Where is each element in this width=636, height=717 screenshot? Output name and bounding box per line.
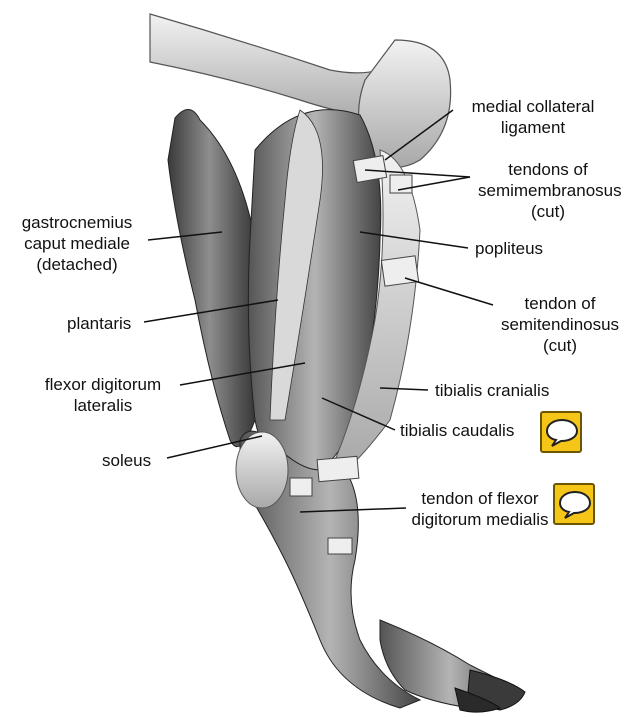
leader-tibialis-caudalis — [322, 398, 395, 430]
label-popliteus: popliteus — [475, 238, 543, 259]
label-flexor-digitorum-lateralis: flexor digitorum lateralis — [28, 374, 178, 416]
label-tibialis-caudalis: tibialis caudalis — [400, 420, 514, 441]
leader-semimembranosus-1 — [365, 170, 470, 177]
speech-bubble-icon — [558, 489, 592, 521]
label-plantaris: plantaris — [67, 313, 131, 334]
leader-plantaris — [144, 300, 278, 322]
leader-medial-collateral — [385, 110, 453, 160]
label-soleus: soleus — [102, 450, 151, 471]
comment-button-1[interactable] — [540, 411, 582, 453]
comment-button-2[interactable] — [553, 483, 595, 525]
leader-semitendinosus — [405, 278, 493, 305]
speech-bubble-icon — [545, 417, 579, 449]
leader-flexor-medialis — [300, 508, 406, 512]
leader-tibialis-cranialis — [380, 388, 428, 390]
label-gastrocnemius: gastrocnemius caput mediale (detached) — [2, 212, 152, 275]
leader-soleus — [167, 436, 262, 458]
leader-semimembranosus-2 — [398, 177, 470, 190]
label-tendon-semitendinosus: tendon of semitendinosus (cut) — [495, 293, 625, 356]
leader-flexor-lateralis — [180, 363, 305, 385]
label-tendons-semimembranosus: tendons of semimembranosus (cut) — [478, 159, 618, 222]
label-tibialis-cranialis: tibialis cranialis — [435, 380, 549, 401]
leader-gastrocnemius — [148, 232, 222, 240]
label-medial-collateral-ligament: medial collateral ligament — [458, 96, 608, 138]
leader-popliteus — [360, 232, 468, 248]
label-tendon-flexor-digitorum-medialis: tendon of flexor digitorum medialis — [410, 488, 550, 530]
